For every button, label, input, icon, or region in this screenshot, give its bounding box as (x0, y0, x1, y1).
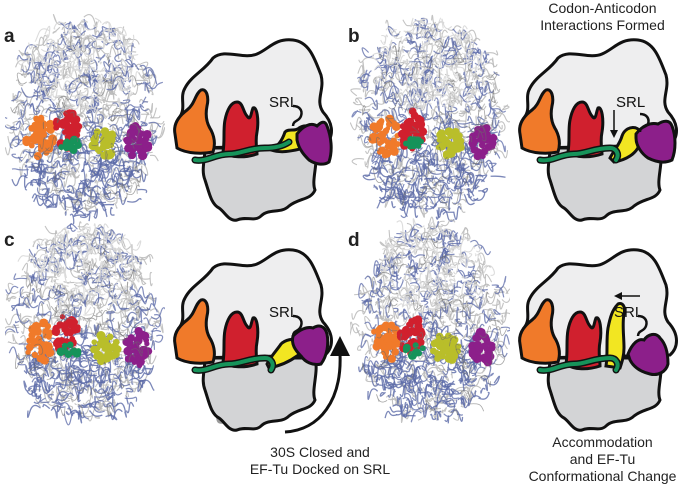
caption-codon-anticodon: Codon-Anticodon Interactions Formed (540, 0, 665, 33)
ef-tu (295, 120, 333, 166)
srl-hook (291, 104, 303, 127)
trna-p-site (221, 100, 260, 159)
transition-arrow (284, 336, 350, 434)
ribosome-structure-c (5, 221, 165, 426)
panel-label-c: c (4, 230, 15, 251)
svg-text:SRL: SRL (269, 304, 298, 321)
ribosome-structure-b (350, 14, 510, 222)
schematic-b: SRL (518, 38, 678, 222)
trna-e-site (173, 88, 216, 155)
schematic-a: SRL (173, 38, 333, 222)
caption-accommodation: Accommodation and EF-Tu Conformational C… (528, 434, 677, 484)
ribosome-structure-a (5, 14, 165, 225)
panel-label-d: d (348, 230, 360, 251)
small-subunit-30s (201, 146, 318, 222)
panel-label-b: b (348, 26, 360, 47)
schematic-c: SRL (173, 248, 333, 432)
large-subunit-50s (174, 38, 333, 150)
svg-text:SRL: SRL (614, 304, 643, 321)
ribosome-structure-d (350, 216, 510, 424)
caption-30s-closed: 30S Closed and EF-Tu Docked on SRL (249, 444, 391, 477)
svg-text:SRL: SRL (616, 94, 645, 111)
panel-label-a: a (4, 26, 15, 47)
mrna-green (193, 140, 291, 163)
srl-label: SRL (269, 94, 298, 111)
schematic-d: SRL (518, 248, 678, 432)
